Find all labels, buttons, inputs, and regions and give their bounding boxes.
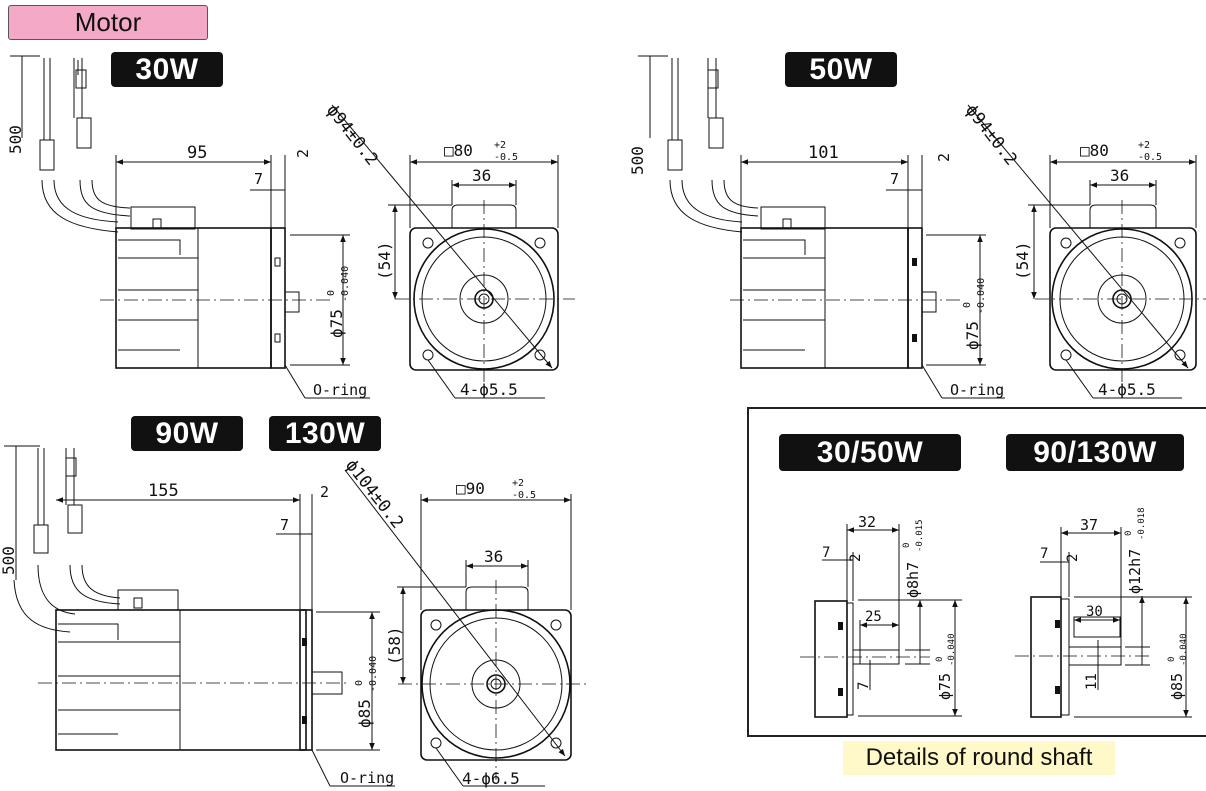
- oring-90w: O-ring: [340, 769, 394, 787]
- diag-50w: ϕ94±0.2: [961, 101, 1021, 170]
- spigot-tol-top-90w: 0: [354, 680, 365, 686]
- key-30w: 36: [472, 166, 491, 185]
- tag-30-50w: 30/50W: [779, 434, 961, 471]
- spigot-tol-bot-90w: -0.040: [368, 656, 379, 692]
- pilot-30-50w: 7: [822, 545, 830, 561]
- square-30w: □80: [444, 141, 473, 160]
- square-90w: □90: [456, 479, 485, 498]
- tag-130w: 130W: [269, 416, 381, 451]
- length-30w: 95: [187, 143, 207, 163]
- spigot-tol-bot-30w: -0.040: [340, 266, 351, 302]
- flange-90-130w: 2: [1065, 554, 1081, 562]
- holes-50w: 4-ϕ5.5: [1098, 380, 1156, 399]
- len-30-50w: 32: [858, 513, 876, 531]
- flat-h-30-50w: 7: [856, 682, 872, 690]
- length-90w: 155: [148, 481, 179, 501]
- spigot-tol-top-90-130w: 0: [1167, 657, 1177, 662]
- holes-90w: 4-ϕ6.5: [462, 769, 520, 788]
- flat-90-130w: 30: [1086, 604, 1103, 620]
- lead-length-90w: 500: [0, 546, 18, 575]
- lead-length-50w: 500: [628, 146, 647, 175]
- oring-30w: O-ring: [313, 381, 367, 399]
- spigot-30w: ϕ75: [327, 309, 346, 338]
- spigot-tol-bot-30-50w: -0.040: [947, 633, 957, 666]
- details-caption: Details of round shaft: [843, 741, 1115, 775]
- spigot-50w: ϕ75: [963, 321, 982, 350]
- diag-90w: ϕ104±0.2: [341, 456, 407, 533]
- oring-50w: O-ring: [950, 381, 1004, 399]
- flange-30w: 2: [294, 149, 312, 158]
- height-30w: (54): [375, 241, 394, 280]
- len-90-130w: 37: [1080, 516, 1098, 534]
- tag-50w: 50W: [785, 52, 897, 87]
- tag-90w: 90W: [131, 416, 243, 451]
- shaft-tol-top-90-130w: 0: [1124, 531, 1134, 536]
- square-tol-bot-50w: -0.5: [1138, 152, 1162, 163]
- pilot-90-130w: 7: [1040, 546, 1048, 562]
- spigot-tol-top-30w: 0: [326, 290, 337, 296]
- square-tol-bot-30w: -0.5: [494, 152, 518, 163]
- pilot-90w: 7: [280, 516, 289, 534]
- spigot-tol-top-50w: 0: [962, 302, 973, 308]
- shaft-detail-30-50w: [800, 524, 962, 718]
- front-view-30w: [331, 104, 575, 399]
- square-tol-top-90w: +2: [512, 478, 524, 489]
- spigot-30-50w: ϕ75: [936, 673, 954, 700]
- flat-30-50w: 25: [865, 609, 882, 625]
- shaft-details-box: [747, 407, 1206, 737]
- tag-90-130w: 90/130W: [1006, 434, 1184, 471]
- shaft-90-130w: ϕ12h7: [1126, 549, 1144, 594]
- lead-length-30w: 500: [6, 125, 25, 154]
- height-50w: (54): [1013, 241, 1032, 280]
- holes-30w: 4-ϕ5.5: [460, 380, 518, 399]
- flange-90w: 2: [320, 483, 329, 501]
- square-tol-bot-90w: -0.5: [512, 490, 536, 501]
- diag-30w: ϕ94±0.2: [322, 101, 382, 170]
- flat-h-90-130w: 11: [1084, 673, 1100, 690]
- spigot-tol-top-30-50w: 0: [935, 657, 945, 662]
- shaft-30-50w: ϕ8h7: [904, 562, 922, 598]
- flange-50w: 2: [935, 153, 953, 162]
- flange-30-50w: 2: [848, 554, 864, 562]
- shaft-tol-top-30-50w: 0: [902, 543, 912, 548]
- tag-30w: 30W: [111, 52, 223, 87]
- spigot-90-130w: ϕ85: [1168, 673, 1186, 700]
- key-50w: 36: [1110, 166, 1129, 185]
- shaft-detail-90-130w: [1015, 527, 1192, 718]
- pilot-50w: 7: [890, 170, 899, 188]
- shaft-tol-bot-90-130w: -0.018: [1137, 507, 1147, 540]
- square-tol-top-50w: +2: [1138, 140, 1150, 151]
- square-50w: □80: [1080, 141, 1109, 160]
- side-view-50w: [638, 55, 1005, 399]
- side-view-30w: [10, 55, 370, 399]
- side-view-90w: [4, 445, 395, 787]
- shaft-tol-bot-30-50w: -0.015: [915, 519, 925, 552]
- pilot-30w: 7: [254, 170, 263, 188]
- spigot-tol-bot-90-130w: -0.040: [1179, 633, 1189, 666]
- front-view-90w: [344, 469, 590, 787]
- spigot-tol-bot-50w: -0.040: [976, 278, 987, 314]
- front-view-50w: [967, 104, 1206, 399]
- length-50w: 101: [808, 143, 839, 163]
- square-tol-top-30w: +2: [494, 140, 506, 151]
- motor-title: Motor: [8, 5, 208, 40]
- spigot-90w: ϕ85: [355, 699, 374, 728]
- key-90w: 36: [484, 547, 503, 566]
- height-90w: (58): [385, 626, 404, 665]
